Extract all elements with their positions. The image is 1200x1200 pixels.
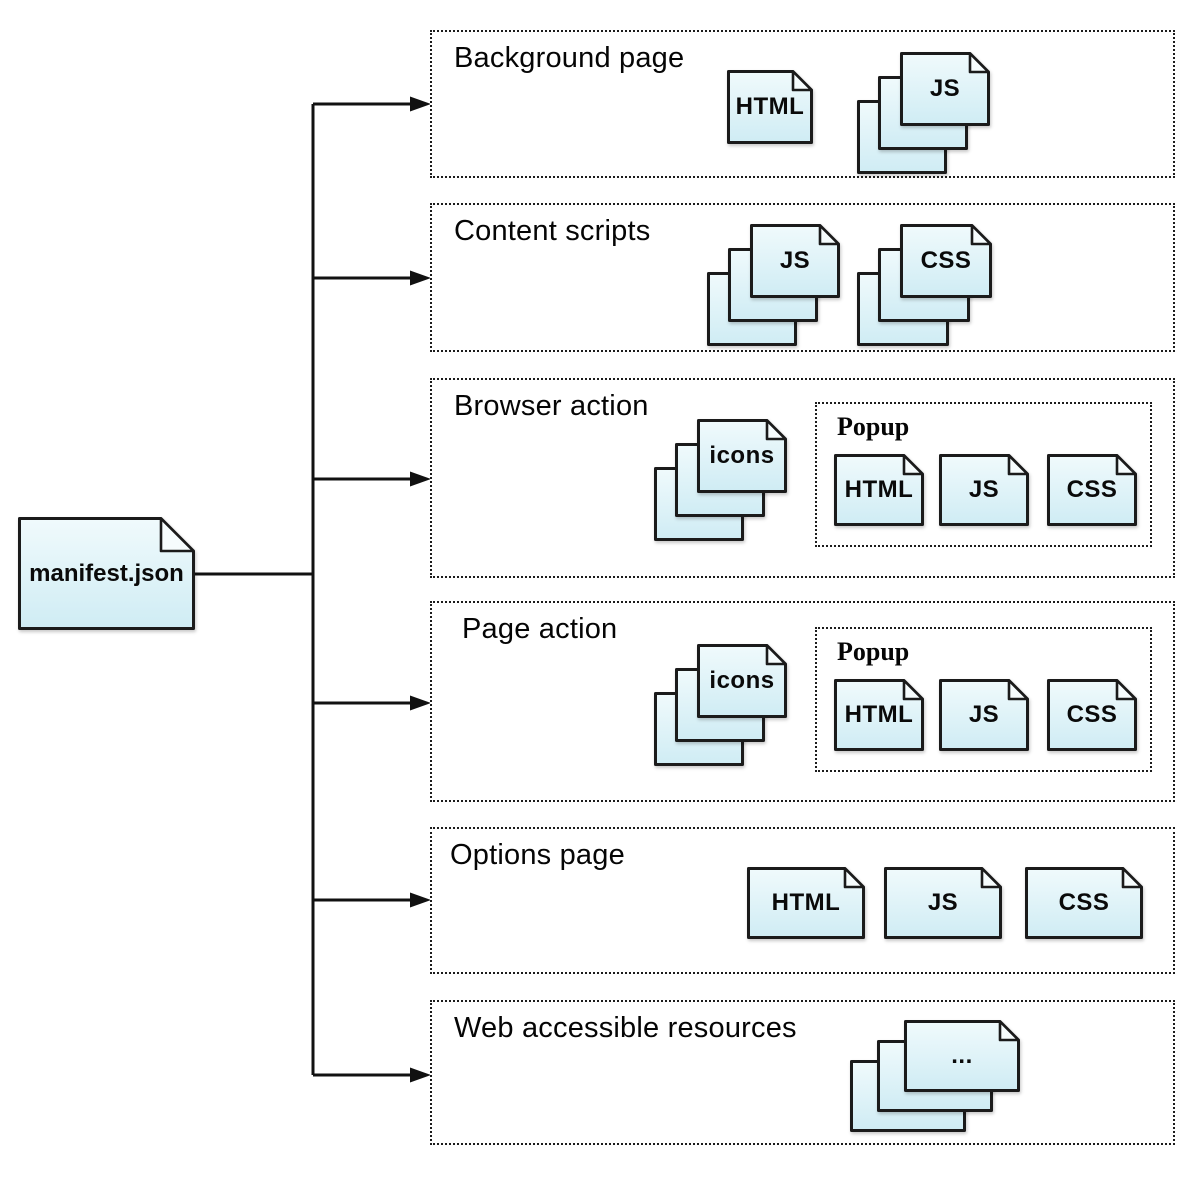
- js-file-icon: JS: [939, 454, 1029, 526]
- file-icon-label: HTML: [844, 701, 914, 728]
- js-file-icon: JS: [900, 52, 990, 126]
- css-file-icon: CSS: [1047, 454, 1137, 526]
- css-file-icon: CSS: [1025, 867, 1143, 939]
- section-options-page: Options page HTML JS CSS: [430, 827, 1175, 974]
- file-icon-label: CSS: [1066, 701, 1118, 728]
- icons-file-icon: icons: [697, 419, 787, 493]
- section-background-page: Background page HTML JS: [430, 30, 1175, 178]
- section-page-action: Page action icons Popup HTML JS CSS: [430, 601, 1175, 802]
- css-file-stack: CSS: [857, 224, 992, 346]
- section-title: Page action: [462, 613, 618, 645]
- css-file-icon: CSS: [1047, 679, 1137, 751]
- popup-title: Popup: [837, 412, 910, 441]
- file-icon-label: icons: [709, 667, 775, 694]
- file-icon-label: JS: [929, 75, 961, 102]
- css-file-icon: CSS: [900, 224, 992, 298]
- arrowhead-page-action: [410, 695, 431, 711]
- section-title: Content scripts: [454, 215, 651, 247]
- popup-box: Popup HTML JS CSS: [815, 627, 1152, 772]
- icons-file-stack: icons: [654, 419, 787, 541]
- js-file-stack: JS: [707, 224, 840, 346]
- arrowhead-web-accessible: [410, 1067, 431, 1083]
- section-title: Background page: [454, 42, 685, 74]
- section-browser-action: Browser action icons Popup HTML JS CSS: [430, 378, 1175, 578]
- section-title: Browser action: [454, 390, 649, 422]
- file-icon-label: JS: [968, 701, 1000, 728]
- file-icon-label: HTML: [771, 889, 841, 916]
- section-title: Options page: [450, 839, 625, 871]
- file-icon-label: CSS: [920, 247, 972, 274]
- icons-file-icon: icons: [697, 644, 787, 718]
- file-icon-label: HTML: [735, 93, 805, 120]
- html-file-icon: HTML: [727, 70, 813, 144]
- popup-title: Popup: [837, 637, 910, 666]
- js-file-icon: JS: [884, 867, 1002, 939]
- file-icon-label: CSS: [1058, 889, 1110, 916]
- arrowhead-options-page: [410, 892, 431, 908]
- manifest-file-node: manifest.json: [18, 517, 195, 630]
- resources-file-icon: ...: [904, 1020, 1020, 1092]
- html-file-icon: HTML: [747, 867, 865, 939]
- arrowhead-content-scripts: [410, 270, 431, 286]
- js-file-icon: JS: [750, 224, 840, 298]
- html-file-icon: HTML: [834, 679, 924, 751]
- file-icon-label: icons: [709, 442, 775, 469]
- manifest-file-label: manifest.json: [29, 559, 184, 587]
- html-file-icon: HTML: [834, 454, 924, 526]
- section-web-accessible-resources: Web accessible resources ...: [430, 1000, 1175, 1145]
- popup-box: Popup HTML JS CSS: [815, 402, 1152, 547]
- section-title: Web accessible resources: [454, 1012, 797, 1044]
- resources-file-stack: ...: [850, 1020, 1020, 1132]
- file-icon-label: JS: [968, 476, 1000, 503]
- file-icon-label: JS: [779, 247, 811, 274]
- file-icon-label: ...: [951, 1042, 973, 1069]
- file-icon-label: HTML: [844, 476, 914, 503]
- arrowhead-browser-action: [410, 471, 431, 487]
- js-file-stack: JS: [857, 52, 990, 174]
- file-icon-label: CSS: [1066, 476, 1118, 503]
- js-file-icon: JS: [939, 679, 1029, 751]
- arrowhead-background-page: [410, 96, 431, 112]
- section-content-scripts: Content scripts JS CSS: [430, 203, 1175, 352]
- icons-file-stack: icons: [654, 644, 787, 766]
- file-icon-label: JS: [927, 889, 959, 916]
